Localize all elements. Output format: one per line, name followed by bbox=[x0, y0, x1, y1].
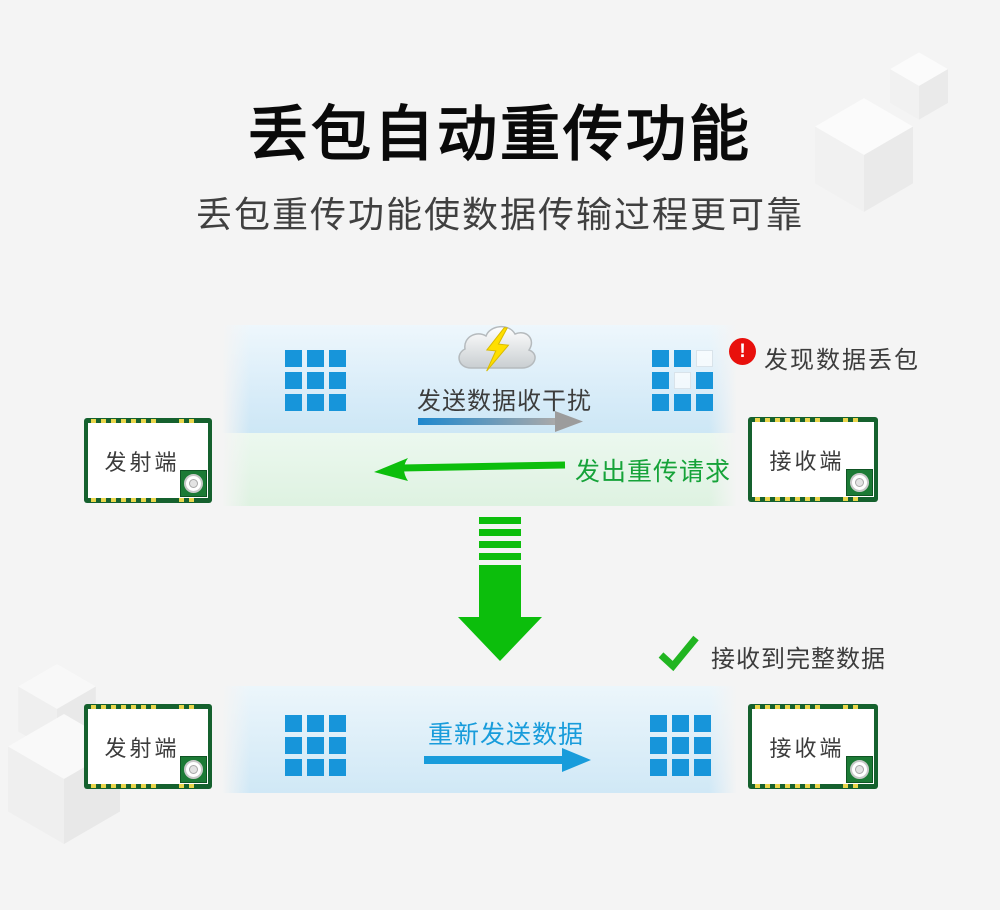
pcb-body: 接收端 bbox=[752, 709, 874, 784]
retransmit-caption: 发出重传请求 bbox=[575, 458, 732, 486]
packet-cell bbox=[694, 737, 711, 754]
packet-cell bbox=[696, 372, 713, 389]
resend-arrow-icon bbox=[424, 748, 591, 772]
pcb-pads bbox=[755, 705, 825, 709]
pcb-body: 发射端 bbox=[88, 423, 208, 498]
packet-cell bbox=[307, 759, 324, 776]
antenna-connector-icon bbox=[180, 470, 207, 497]
pcb-pads bbox=[843, 418, 862, 422]
scene1-transmitter-module: 发射端 bbox=[84, 418, 212, 503]
packet-cell bbox=[285, 394, 302, 411]
antenna-connector-icon bbox=[180, 756, 207, 783]
packet-cell bbox=[307, 350, 324, 367]
fading-send-arrow-icon bbox=[418, 411, 583, 432]
pcb-pads bbox=[179, 784, 198, 788]
packet-cell bbox=[285, 715, 302, 732]
antenna-connector-icon bbox=[846, 469, 873, 496]
pcb-pads bbox=[91, 784, 161, 788]
packet-cell bbox=[285, 759, 302, 776]
decor-cube-icon bbox=[890, 52, 948, 120]
packet-cell bbox=[329, 394, 346, 411]
packet-cell bbox=[694, 759, 711, 776]
packet-cell bbox=[650, 715, 667, 732]
pcb-pads bbox=[843, 705, 862, 709]
receiver-label: 接收端 bbox=[769, 448, 845, 474]
page-subtitle: 丢包重传功能使数据传输过程更可靠 bbox=[195, 194, 804, 235]
pcb-pads bbox=[91, 419, 161, 423]
pcb-body: 接收端 bbox=[752, 422, 874, 497]
packet-cell bbox=[329, 759, 346, 776]
decor-cube-icon bbox=[815, 98, 913, 212]
packet-cell bbox=[285, 737, 302, 754]
packet-cell bbox=[650, 737, 667, 754]
lightning-icon bbox=[485, 327, 510, 372]
packet-cell bbox=[329, 350, 346, 367]
packet-cell bbox=[694, 715, 711, 732]
pcb-pads bbox=[755, 497, 825, 501]
packet-cell bbox=[307, 737, 324, 754]
packet-cell bbox=[307, 372, 324, 389]
packet-cell bbox=[672, 759, 689, 776]
packet-cell bbox=[285, 372, 302, 389]
packet-cell bbox=[674, 394, 691, 411]
check-icon bbox=[658, 635, 699, 672]
packet-cell bbox=[307, 715, 324, 732]
pcb-pads bbox=[91, 705, 161, 709]
pcb-pads bbox=[179, 498, 198, 502]
packet-cell bbox=[696, 394, 713, 411]
packet-cell bbox=[329, 737, 346, 754]
packet-loss-caption: 发现数据丢包 bbox=[764, 347, 920, 374]
transmitter-label: 发射端 bbox=[104, 449, 180, 475]
pcb-pads bbox=[91, 498, 161, 502]
packet-cell bbox=[672, 715, 689, 732]
lost-packet-cell bbox=[674, 372, 691, 389]
alert-icon: ! bbox=[729, 338, 756, 365]
packet-cell bbox=[672, 737, 689, 754]
complete-data-caption: 接收到完整数据 bbox=[711, 646, 886, 673]
pcb-pads bbox=[843, 784, 862, 788]
scene2-receiver-module: 接收端 bbox=[748, 704, 878, 789]
pcb-pads bbox=[179, 705, 198, 709]
packet-cell bbox=[652, 350, 669, 367]
interference-caption: 发送数据收干扰 bbox=[417, 388, 592, 415]
packet-cell bbox=[307, 394, 324, 411]
scene2-transmitter-module: 发射端 bbox=[84, 704, 212, 789]
retransmit-request-arrow-icon bbox=[374, 458, 566, 481]
pcb-body: 发射端 bbox=[88, 709, 208, 784]
received-complete-packet-grid bbox=[650, 715, 711, 776]
resend-caption: 重新发送数据 bbox=[428, 721, 585, 749]
transmitter-label: 发射端 bbox=[104, 735, 180, 761]
packet-cell bbox=[650, 759, 667, 776]
resent-packet-grid bbox=[285, 715, 346, 776]
flow-down-arrow-icon bbox=[458, 517, 542, 661]
packet-cell bbox=[285, 350, 302, 367]
packet-cell bbox=[329, 372, 346, 389]
scene1-receiver-module: 接收端 bbox=[748, 417, 878, 502]
packet-cell bbox=[652, 394, 669, 411]
packet-cell bbox=[652, 372, 669, 389]
pcb-pads bbox=[179, 419, 198, 423]
lost-packet-cell bbox=[696, 350, 713, 367]
pcb-pads bbox=[843, 497, 862, 501]
packet-cell bbox=[329, 715, 346, 732]
packet-cell bbox=[674, 350, 691, 367]
pcb-pads bbox=[755, 784, 825, 788]
alert-glyph: ! bbox=[739, 340, 746, 362]
receiver-label: 接收端 bbox=[769, 735, 845, 761]
sent-packet-grid bbox=[285, 350, 346, 411]
page-title: 丢包自动重传功能 bbox=[248, 101, 752, 168]
pcb-pads bbox=[755, 418, 825, 422]
antenna-connector-icon bbox=[846, 756, 873, 783]
received-packet-grid-with-loss bbox=[652, 350, 713, 411]
interference-cloud-icon bbox=[458, 326, 536, 372]
